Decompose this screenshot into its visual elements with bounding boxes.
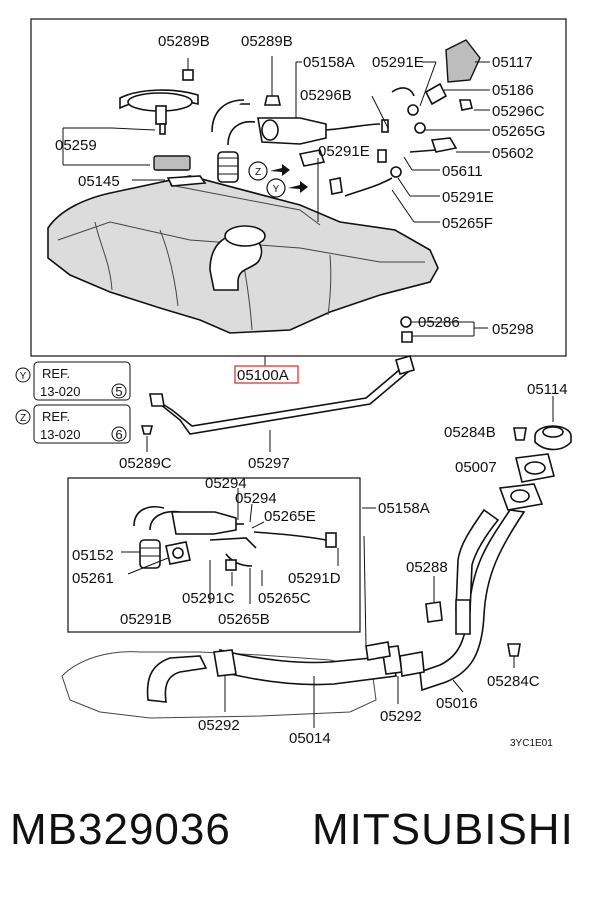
label-05114: 05114 <box>527 381 568 398</box>
label-05298: 05298 <box>492 321 534 338</box>
label-05289B-a: 05289B <box>158 33 210 50</box>
label-05291D: 05291D <box>288 570 341 587</box>
leader-lines-upper <box>62 61 490 337</box>
marker-y-upper: Y <box>266 178 308 198</box>
label-05291C: 05291C <box>182 590 235 607</box>
label-05117: 05117 <box>492 54 533 71</box>
label-05602: 05602 <box>492 145 534 162</box>
label-05145: 05145 <box>78 173 120 190</box>
label-05288: 05288 <box>406 559 448 576</box>
label-05265E: 05265E <box>264 508 316 525</box>
label-05284B: 05284B <box>444 424 496 441</box>
fuel-tank <box>47 175 439 334</box>
svg-text:13-020: 13-020 <box>40 427 80 442</box>
filler-neck-05016 <box>419 483 544 692</box>
ref-box-y: Y REF. 13-020 5 <box>15 361 131 401</box>
label-05292-b: 05292 <box>380 708 422 725</box>
label-05265B: 05265B <box>218 611 270 628</box>
svg-text:REF.: REF. <box>42 366 70 381</box>
label-05100A: 05100A <box>237 367 289 384</box>
bolt-05289C <box>140 425 154 435</box>
label-05291E-mid: 05291E <box>318 143 370 160</box>
label-05265G: 05265G <box>492 123 545 140</box>
fuel-tank-parts-diagram: Z Y 05 <box>15 18 572 749</box>
vapor-hoses <box>211 99 393 197</box>
label-05291E-low: 05291E <box>442 189 494 206</box>
inset-hose-assembly <box>133 506 337 571</box>
label-05186: 05186 <box>492 82 534 99</box>
gasket-05007 <box>515 453 556 483</box>
label-05158A-top: 05158A <box>303 54 355 71</box>
main-part-highlight <box>234 365 299 384</box>
label-05261: 05261 <box>72 570 114 587</box>
fuel-cap-05114 <box>534 425 572 451</box>
label-05291E-top: 05291E <box>372 54 424 71</box>
label-05284C: 05284C <box>487 673 540 690</box>
label-05152: 05152 <box>72 547 114 564</box>
svg-text:Z: Z <box>20 413 26 424</box>
label-05286: 05286 <box>418 314 460 331</box>
label-05158A-mid: 05158A <box>378 500 430 517</box>
label-05297: 05297 <box>248 455 290 472</box>
marker-z-upper: Z <box>248 161 290 181</box>
bolt-05284B <box>513 427 527 441</box>
bolt-05289B-b <box>264 56 281 106</box>
filler-hose-05014 <box>61 535 425 719</box>
inset-hose-frame <box>67 477 361 633</box>
label-05289C: 05289C <box>119 455 172 472</box>
label-05016: 05016 <box>436 695 478 712</box>
label-05265C: 05265C <box>258 590 311 607</box>
label-05289B-b: 05289B <box>241 33 293 50</box>
label-05265F: 05265F <box>442 215 493 232</box>
drain-plug-05286 <box>400 316 413 343</box>
label-05296C: 05296C <box>492 103 545 120</box>
svg-text:5: 5 <box>115 384 122 399</box>
leader-lines-inset <box>121 488 376 604</box>
label-05014: 05014 <box>289 730 331 747</box>
label-05294-b: 05294 <box>235 490 277 507</box>
diagram-code: 3YC1E01 <box>510 738 553 749</box>
label-05292-a: 05292 <box>198 717 240 734</box>
label-05611: 05611 <box>442 163 483 180</box>
fuel-pump-assembly <box>119 89 207 187</box>
svg-text:Y: Y <box>273 184 280 195</box>
svg-text:REF.: REF. <box>42 409 70 424</box>
canister-05117 <box>377 39 481 178</box>
bolt-05284C <box>507 643 521 657</box>
label-05294-a: 05294 <box>205 475 247 492</box>
upper-assembly-frame <box>30 18 567 357</box>
label-05007: 05007 <box>455 459 497 476</box>
svg-text:13-020: 13-020 <box>40 384 80 399</box>
brand-name: MITSUBISHI <box>312 805 574 854</box>
bolt-05289B-a <box>182 58 194 81</box>
label-05296B: 05296B <box>300 87 352 104</box>
bracket-05288 <box>425 601 443 623</box>
label-05259: 05259 <box>55 137 97 154</box>
ref-box-z: Z REF. 13-020 6 <box>15 404 131 444</box>
footer: MB329036 MITSUBISHI <box>0 805 600 895</box>
svg-text:6: 6 <box>115 427 122 442</box>
tank-strap-05297 <box>149 355 415 435</box>
part-number: MB329036 <box>10 805 231 854</box>
svg-text:Z: Z <box>255 167 261 178</box>
svg-text:Y: Y <box>20 371 27 382</box>
label-05291B: 05291B <box>120 611 172 628</box>
